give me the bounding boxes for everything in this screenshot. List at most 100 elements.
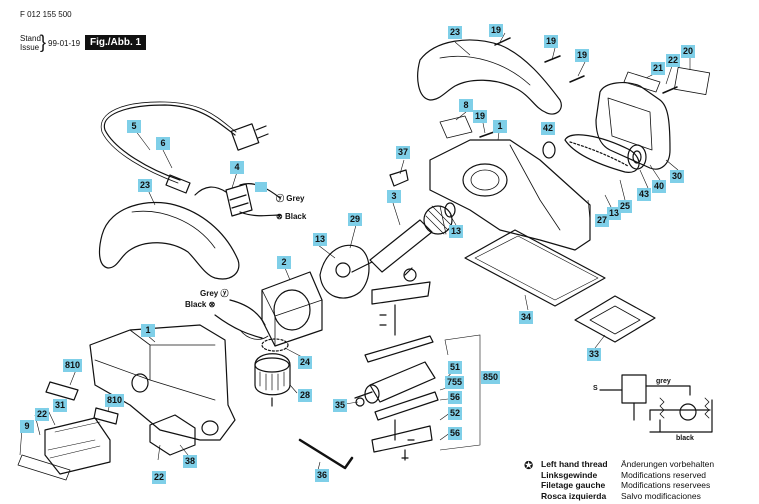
callout-6: 6 xyxy=(156,137,170,150)
callout-13-b: 13 xyxy=(449,225,464,238)
callout-1-top: 1 xyxy=(493,120,507,133)
power-cord xyxy=(103,104,236,181)
callout-850: 850 xyxy=(481,371,501,384)
handle-top xyxy=(417,39,562,115)
callout-21: 21 xyxy=(651,62,666,75)
wire-grey-switch: ⓨ Grey xyxy=(276,193,304,204)
issue-label: Issue xyxy=(20,43,40,52)
wiring-schematic xyxy=(599,374,713,433)
guard-38 xyxy=(149,414,196,456)
callout-27: 27 xyxy=(595,214,610,227)
legend-right-column: Änderungen vorbehalten Modifications res… xyxy=(621,459,714,501)
legend-alt-4: Salvo modificaciones xyxy=(621,490,701,501)
blade-upper xyxy=(364,335,434,363)
callout-42: 42 xyxy=(541,122,556,135)
brace: } xyxy=(40,32,47,52)
callout-19-d: 19 xyxy=(473,110,488,123)
callout-9: 9 xyxy=(20,420,34,433)
callout-43: 43 xyxy=(637,188,652,201)
armature xyxy=(369,219,433,273)
callout-35: 35 xyxy=(333,399,348,412)
baffle-plate xyxy=(319,244,370,299)
bracket-37 xyxy=(389,169,409,187)
callout-19-a: 19 xyxy=(489,24,504,37)
callout-56-b: 56 xyxy=(448,427,463,440)
callout-20: 20 xyxy=(681,45,696,58)
wire-grey-motor: Grey ⓨ xyxy=(200,288,228,299)
doc-number: F 012 155 500 xyxy=(20,10,72,19)
callout-blank xyxy=(255,182,267,192)
marker-x-icon: ⊗ xyxy=(208,300,216,309)
callout-51: 51 xyxy=(448,361,463,374)
blade-lower xyxy=(374,391,439,421)
wire-black-switch: ⊗ Black xyxy=(276,212,306,221)
brush-holder-1 xyxy=(45,381,79,401)
seal-ring xyxy=(261,338,289,352)
legend-en-1: Left hand thread xyxy=(541,459,608,469)
callout-19-c: 19 xyxy=(575,49,590,62)
hex-key xyxy=(298,438,354,470)
callout-810-a: 810 xyxy=(63,359,83,372)
legend-alt-1: Änderungen vorbehalten xyxy=(621,459,715,469)
pad-21 xyxy=(623,71,661,93)
legend-en-2: Linksgewinde xyxy=(541,469,598,480)
callout-34: 34 xyxy=(519,311,534,324)
label-20 xyxy=(673,66,711,96)
cover-plate xyxy=(17,454,71,481)
left-hand-thread-icon: ✪ xyxy=(524,460,534,472)
callout-22-a: 22 xyxy=(666,54,681,67)
callout-29: 29 xyxy=(348,213,363,226)
callout-23-left: 23 xyxy=(138,179,153,192)
callout-24: 24 xyxy=(298,356,313,369)
switch xyxy=(225,183,253,217)
pulley-small xyxy=(542,141,556,159)
callout-33: 33 xyxy=(587,348,602,361)
callout-52: 52 xyxy=(448,407,463,420)
issue-date: 99-01-19 xyxy=(48,39,81,48)
plug xyxy=(230,123,260,151)
callout-28: 28 xyxy=(298,389,313,402)
label-plate xyxy=(439,115,473,139)
marker-x-icon: ⊗ xyxy=(276,212,283,221)
shoe xyxy=(574,295,656,343)
callout-38: 38 xyxy=(183,455,198,468)
callout-4: 4 xyxy=(230,161,244,174)
legend-alt-3: Modifications reservees xyxy=(621,480,711,490)
stand-label: Stand xyxy=(20,34,41,43)
handle-left xyxy=(98,201,240,280)
callout-30: 30 xyxy=(670,170,685,183)
callout-810-b: 810 xyxy=(105,394,125,407)
callout-1-lower: 1 xyxy=(141,324,155,337)
wire-black-motor: Black ⊗ xyxy=(185,300,215,309)
wire-grey-motor-label: Grey xyxy=(200,289,219,298)
callout-23-top: 23 xyxy=(448,26,463,39)
pulley-large xyxy=(627,144,647,170)
callout-3: 3 xyxy=(387,190,401,203)
stator xyxy=(261,271,323,347)
clamp-plate-top xyxy=(371,281,431,305)
figure-label: Fig./Abb. 1 xyxy=(85,35,147,50)
legend-en-3: Filetage gauche xyxy=(541,480,606,490)
cord-sleeve xyxy=(165,174,191,194)
callout-2: 2 xyxy=(277,256,291,269)
callout-37: 37 xyxy=(396,146,411,159)
clamp-plate-bottom xyxy=(371,425,433,453)
legend-en-4: Rosca izquierda xyxy=(541,490,607,501)
legend-alt-2: Modifications reserved xyxy=(621,469,707,480)
callout-40: 40 xyxy=(652,180,667,193)
marker-y-icon: ⓨ xyxy=(276,194,284,203)
wire-grey-switch-label: Grey xyxy=(286,194,305,203)
callout-22-b: 22 xyxy=(35,408,50,421)
schematic-black-label: black xyxy=(676,435,694,442)
callout-25: 25 xyxy=(618,200,633,213)
blade-drum xyxy=(369,361,436,403)
callout-56-a: 56 xyxy=(448,391,463,404)
housing-lower xyxy=(89,324,236,441)
callout-5: 5 xyxy=(127,120,141,133)
marker-y-icon: ⓨ xyxy=(220,289,229,298)
callout-755: 755 xyxy=(445,376,465,389)
legend-left-column: Left hand thread Linksgewinde Filetage g… xyxy=(541,459,608,501)
callout-13-c: 13 xyxy=(607,207,622,220)
base-plate xyxy=(464,229,606,307)
